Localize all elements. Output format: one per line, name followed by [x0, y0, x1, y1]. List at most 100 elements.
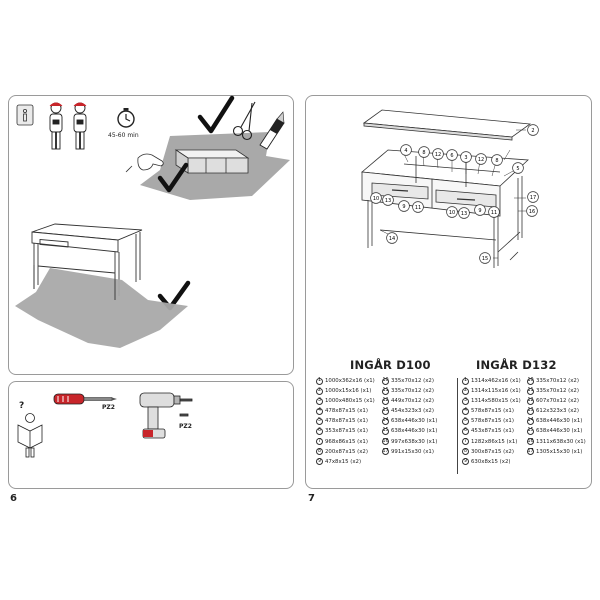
drill-label: PZ2	[179, 423, 192, 430]
part-dimensions: 478x87x15 (x1)	[325, 408, 368, 415]
callout-circle: 8	[418, 146, 430, 158]
part-dimensions: 1305x15x30 (x1)	[536, 448, 583, 455]
part-dimensions: 1000x362x16 (x1)	[325, 378, 375, 384]
part-number-badge: 16	[382, 438, 389, 446]
callout-circle: 6	[446, 149, 458, 161]
svg-text:4: 4	[404, 148, 407, 154]
svg-text:14: 14	[389, 236, 395, 242]
scissors-icon	[232, 101, 256, 141]
svg-text:16: 16	[529, 209, 535, 215]
callout-circle: 10	[446, 206, 458, 218]
part-dimensions: 1311x638x30 (x1)	[536, 438, 586, 445]
part-number-badge: 16	[527, 438, 534, 446]
callout-circle: 15	[479, 252, 491, 264]
callout-circle: 10	[370, 192, 382, 204]
part-dimensions: 449x70x12 (x2)	[391, 398, 434, 405]
part-dimensions: 335x70x12 (x2)	[536, 378, 579, 384]
page-number-left: 6	[10, 493, 17, 504]
svg-text:8: 8	[495, 158, 498, 164]
part-dimensions: 638x446x30 (x1)	[391, 418, 438, 425]
callout-circle: 13	[382, 194, 394, 206]
checkmark-icon	[157, 162, 189, 193]
part-number-badge: 13	[382, 407, 389, 415]
part-number-badge: 4	[316, 407, 323, 415]
screwdriver-label: PZ2	[102, 404, 115, 411]
part-dimensions: 997x638x30 (x1)	[391, 438, 438, 445]
callout-circle: 12	[475, 153, 487, 165]
part-number-badge: 6	[462, 428, 469, 436]
part-number-badge: 6	[316, 428, 323, 436]
part-dimensions: 968x86x15 (x1)	[325, 438, 368, 445]
desk-top-panel	[362, 109, 532, 141]
part-dimensions: 335x70x12 (x2)	[536, 388, 579, 395]
package-box	[174, 149, 250, 174]
part-dimensions: 1282x86x15 (x1)	[471, 438, 518, 445]
callout-circle: 14	[386, 232, 398, 244]
callout-circle: 3	[460, 151, 472, 163]
callout-circle: 9	[474, 204, 486, 216]
box-cutter-icon	[259, 111, 285, 150]
part-number-badge: 13	[527, 407, 534, 415]
part-dimensions: 1000x480x15 (x1)	[325, 398, 375, 405]
svg-text:13: 13	[461, 211, 467, 217]
model-divider	[457, 378, 458, 474]
desk-legs	[367, 176, 523, 268]
part-dimensions: 335x70x12 (x2)	[391, 388, 434, 395]
part-dimensions: 638x446x30 (x1)	[391, 428, 438, 435]
part-number-badge: 10	[527, 377, 534, 385]
part-number-badge: 2	[462, 387, 469, 395]
part-number-badge: 5	[462, 417, 469, 425]
part-number-badge: 8	[462, 448, 469, 456]
callout-circle: 16	[526, 205, 538, 217]
part-number-badge: 7	[316, 438, 323, 446]
callout-circle: 9	[398, 200, 410, 212]
part-number-badge: 8	[316, 448, 323, 456]
part-number-badge: 10	[382, 377, 389, 385]
part-dimensions: 454x323x3 (x2)	[391, 408, 434, 415]
svg-text:13: 13	[385, 198, 391, 204]
svg-text:10: 10	[449, 210, 455, 216]
part-number-badge: 1	[462, 377, 469, 385]
model-title-d132: INGÅR D132	[476, 358, 557, 372]
callout-circle: 11	[488, 206, 500, 218]
part-number-badge: 3	[462, 397, 469, 405]
part-dimensions: 353x87x15 (x1)	[325, 428, 368, 435]
part-dimensions: 612x323x3 (x2)	[536, 408, 579, 415]
callout-circle: 4	[400, 144, 412, 156]
part-number-badge: 12	[382, 397, 389, 405]
callout-circle: 12	[432, 148, 444, 160]
screwdriver-icon	[53, 393, 117, 405]
part-dimensions: 200x87x15 (x2)	[325, 448, 368, 455]
svg-text:17: 17	[530, 195, 536, 201]
svg-text:12: 12	[478, 157, 484, 163]
two-people-icon	[49, 102, 87, 150]
part-number-badge: 5	[316, 417, 323, 425]
part-callouts: 2 4 8 12 6 3 12 8 5 10 13 9 11 10 13 9 1…	[370, 124, 539, 264]
part-dimensions: 638x446x30 (x1)	[536, 418, 583, 425]
